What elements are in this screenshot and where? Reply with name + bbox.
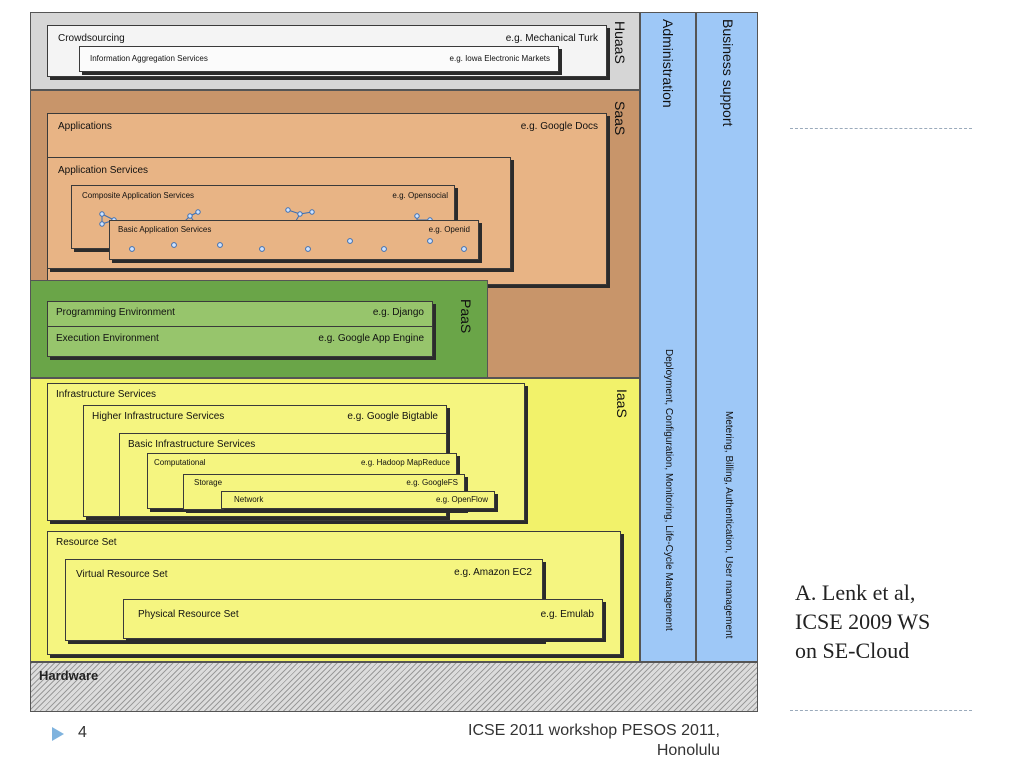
execution-environment-label: Execution Environment <box>56 333 159 344</box>
higher-infrastructure-label: Higher Infrastructure Services <box>92 411 225 422</box>
saas-layer: Applications e.g. Google Docs Applicatio… <box>30 90 640 378</box>
virtual-resource-set-example: e.g. Amazon EC2 <box>454 567 532 578</box>
cloud-stack-diagram: Crowdsourcing e.g. Mechanical Turk Infor… <box>30 12 758 712</box>
storage-example: e.g. GoogleFS <box>406 478 458 487</box>
iaas-layer: Infrastructure Services Higher Infrastru… <box>30 378 640 662</box>
citation-line-3: on SE-Cloud <box>795 638 910 663</box>
citation-caption: A. Lenk et al, ICSE 2009 WS on SE-Cloud <box>795 578 930 665</box>
physical-resource-set-box: Physical Resource Set e.g. Emulab <box>123 599 603 639</box>
paas-layer: Programming Environment e.g. Django Exec… <box>30 280 488 378</box>
page-number: 4 <box>78 724 87 741</box>
footer-text: ICSE 2011 workshop PESOS 2011, Honolulu <box>396 721 720 761</box>
computational-label: Computational <box>154 458 206 467</box>
infrastructure-services-label: Infrastructure Services <box>56 389 157 400</box>
info-aggregation-box: Information Aggregation Services e.g. Io… <box>79 46 559 72</box>
huaas-label: HuaaS <box>612 21 628 64</box>
network-example: e.g. OpenFlow <box>435 495 488 504</box>
slide-arrow-icon <box>52 727 64 741</box>
paas-label: PaaS <box>458 299 474 334</box>
basic-app-services-example: e.g. Openid <box>428 225 470 234</box>
higher-infrastructure-example: e.g. Google Bigtable <box>347 411 438 422</box>
network-label: Network <box>234 495 264 504</box>
programming-environment-example: e.g. Django <box>372 307 424 318</box>
virtual-resource-set-label: Virtual Resource Set <box>76 569 168 580</box>
basic-service-nodes <box>129 238 467 252</box>
hardware-label: Hardware <box>39 668 99 683</box>
programming-environment-box: Programming Environment e.g. Django Exec… <box>47 301 433 357</box>
info-aggregation-label: Information Aggregation Services <box>90 54 208 63</box>
computational-example: e.g. Hadoop MapReduce <box>361 458 450 467</box>
footer-line-1: ICSE 2011 workshop PESOS 2011, <box>468 722 720 739</box>
saas-label: SaaS <box>612 101 628 136</box>
resource-set-label: Resource Set <box>56 537 117 548</box>
crowdsourcing-example: e.g. Mechanical Turk <box>505 33 598 44</box>
composite-services-label: Composite Application Services <box>82 191 195 200</box>
huaas-layer: Crowdsourcing e.g. Mechanical Turk Infor… <box>30 12 640 90</box>
administration-column: Administration Deployment, Configuration… <box>640 12 696 662</box>
basic-infrastructure-label: Basic Infrastructure Services <box>128 439 256 450</box>
administration-label: Administration <box>660 19 676 108</box>
programming-environment-label: Programming Environment <box>56 307 175 318</box>
physical-resource-set-example: e.g. Emulab <box>540 609 594 620</box>
hardware-layer: Hardware <box>30 662 758 712</box>
basic-app-services-label: Basic Application Services <box>118 225 212 234</box>
crowdsourcing-label: Crowdsourcing <box>58 33 125 44</box>
network-box: Network e.g. OpenFlow <box>221 491 495 509</box>
basic-app-services-box: Basic Application Services e.g. Openid <box>109 220 479 260</box>
citation-line-2: ICSE 2009 WS <box>795 609 931 634</box>
business-support-column: Business support Metering, Billing, Auth… <box>696 12 758 662</box>
composite-services-example: e.g. Opensocial <box>392 191 448 200</box>
application-services-label: Application Services <box>58 165 149 176</box>
citation-line-1: A. Lenk et al, <box>795 580 916 605</box>
top-divider <box>790 128 972 129</box>
applications-example: e.g. Google Docs <box>520 121 598 132</box>
physical-resource-set-label: Physical Resource Set <box>138 609 239 620</box>
storage-label: Storage <box>194 478 223 487</box>
administration-detail: Deployment, Configuration, Monitoring, L… <box>663 349 674 631</box>
execution-divider <box>48 326 432 327</box>
applications-label: Applications <box>58 121 112 132</box>
iaas-label: IaaS <box>614 389 630 418</box>
bottom-divider <box>790 710 972 711</box>
info-aggregation-example: e.g. Iowa Electronic Markets <box>449 54 550 63</box>
execution-environment-example: e.g. Google App Engine <box>318 333 424 344</box>
business-support-label: Business support <box>720 19 736 127</box>
footer-line-2: Honolulu <box>656 742 720 759</box>
business-support-detail: Metering, Billing, Authentication, User … <box>723 411 734 639</box>
